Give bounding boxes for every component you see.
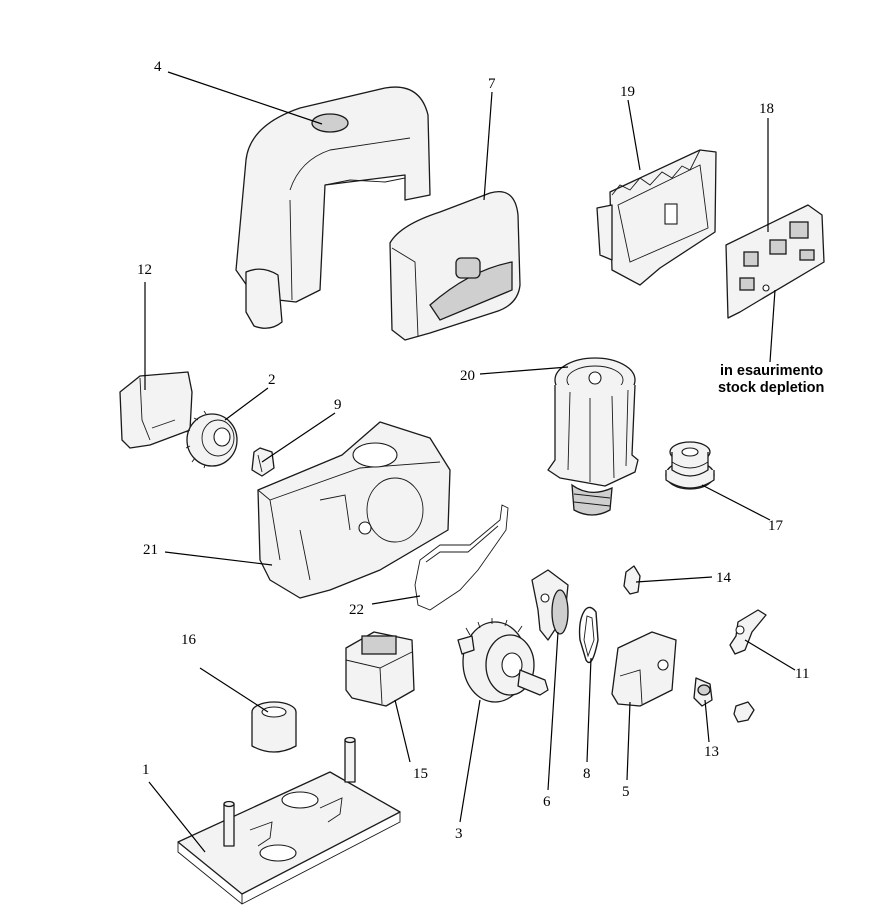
part-4-main-cover [235,86,431,329]
part-8-belt [578,606,599,664]
callout-3: 3 [455,826,463,842]
callout-9: 9 [334,397,342,413]
callout-5: 5 [622,784,630,800]
part-20-motor [547,357,639,516]
part-21-gearbox-housing [257,421,451,599]
part-1-base-plate [177,736,401,905]
callout-7: 7 [488,76,496,92]
part-17-pulley [665,441,715,490]
callout-14: 14 [716,570,732,586]
callout-2: 2 [268,372,276,388]
part-11-release-lever [729,609,767,655]
part-7-side-cover [389,191,521,341]
callout-1: 1 [142,762,150,778]
callout-19: 19 [620,84,635,100]
leader-lines [144,71,796,853]
callout-12: 12 [137,262,152,278]
part-6-cam-assembly [531,569,569,641]
callout-numbers: 4 7 19 18 12 2 9 20 21 22 17 14 11 16 15… [137,59,809,842]
part-18-control-board [725,204,825,319]
callout-13: 13 [704,744,719,760]
part-15-transformer [345,631,415,707]
callout-6: 6 [543,794,551,810]
callout-16: 16 [181,632,197,648]
callout-20: 20 [460,368,475,384]
callout-11: 11 [795,666,809,682]
callout-18: 18 [759,101,774,117]
callout-21: 21 [143,542,158,558]
callout-17: 17 [768,518,784,534]
callout-8: 8 [583,766,591,782]
callout-22: 22 [349,602,364,618]
part-14-small-clip [623,565,641,595]
callout-4: 4 [154,59,162,75]
callout-15: 15 [413,766,428,782]
part-13-screw [693,677,755,723]
part-22-gasket [414,504,509,611]
note-line-2: stock depletion [718,380,824,396]
part-5-bracket [611,631,677,707]
part-3-drive-gear [457,618,549,703]
part-2-gear [185,410,238,469]
part-16-bushing [251,701,297,753]
stock-depletion-note: in esaurimento stock depletion [718,363,824,396]
part-19-board-frame [596,149,717,286]
part-12-cap [119,371,193,449]
note-line-1: in esaurimento [720,363,823,379]
